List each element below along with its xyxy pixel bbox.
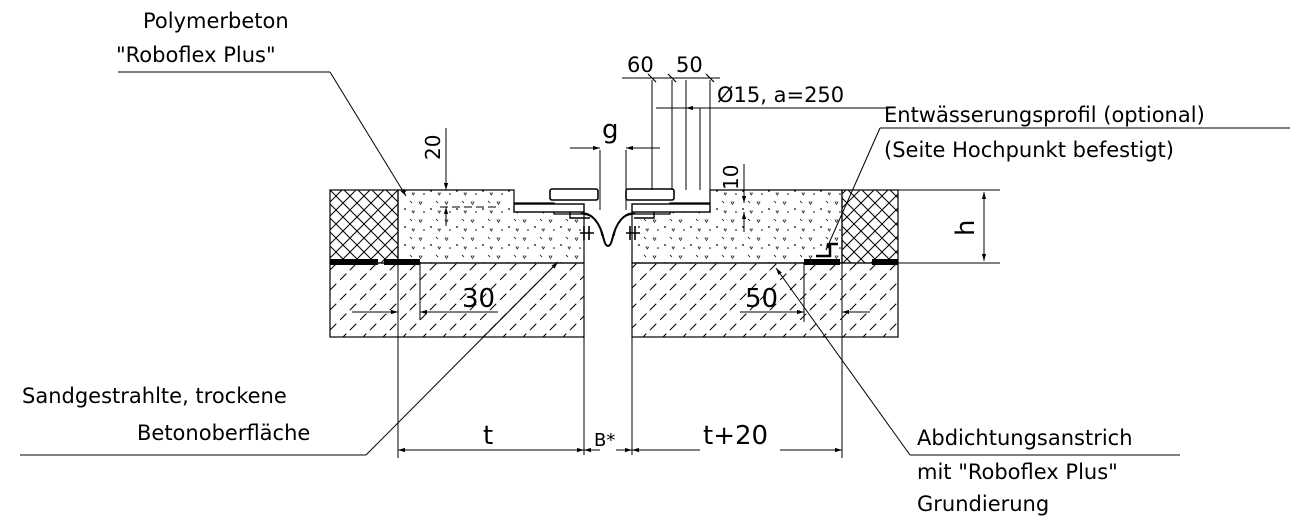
dimension-20 [440,128,500,226]
leader-drainage [825,127,1290,251]
sandblasted-label-line1: Sandgestrahlte, trockene [22,384,287,408]
lower-concrete-left [329,262,585,338]
polymer-label-line1: Polymerbeton [143,9,289,33]
deck-crosshatch-left [329,189,399,264]
polymer-concrete-left [397,189,585,264]
leader-polymerbeton [118,71,407,197]
dimension-60-50 [622,73,720,83]
dimension-50-right [740,262,870,322]
polymer-concrete-right [631,189,843,264]
dimension-t20-label: t+20 [703,421,768,451]
dimension-t-label: t [483,421,493,451]
dimension-30-label: 30 [462,284,495,314]
leader-sealing [775,267,1180,456]
dimension-10-label: 10 [719,165,743,190]
anchor-spec-label: Ø15, a=250 [717,83,844,107]
sealing-label-line3: Grundierung [917,492,1049,516]
height-h-label: h [951,220,981,236]
sealing-label-line1: Abdichtungsanstrich [917,426,1133,450]
lower-concrete-right [631,262,899,338]
joint-profile [513,188,711,247]
dimension-30 [352,262,498,320]
sealing-label-line2: mit "Roboflex Plus" [917,460,1118,484]
membrane-strips [330,242,898,265]
drainage-label-line1: Entwässerungsprofil (optional) [884,103,1205,127]
dimension-50-top-label: 50 [676,53,703,77]
drainage-label-line2: (Seite Hochpunkt befestigt) [884,138,1174,162]
deck-crosshatch-right [841,189,899,264]
sandblasted-label-line2: Betonoberfläche [137,421,310,445]
dimension-b-label: B* [594,430,615,451]
dimension-50-right-label: 50 [745,284,778,314]
dimension-60-label: 60 [627,53,654,77]
joint-gap-lines [583,150,633,455]
leader-sandblasted [20,261,559,456]
dimension-20-label: 20 [421,135,445,160]
gap-g-label: g [602,115,619,145]
polymer-label-line2: "Roboflex Plus" [116,43,276,67]
